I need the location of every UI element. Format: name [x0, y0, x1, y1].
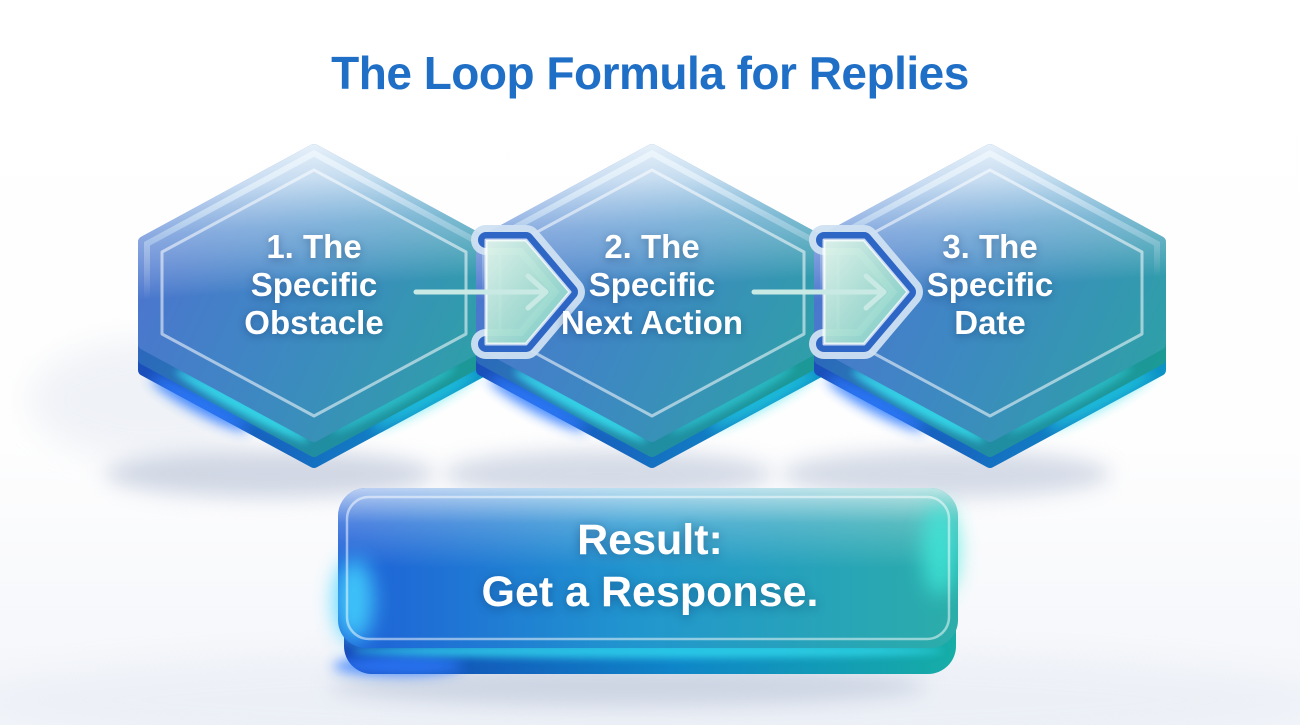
result-label: Result: Get a Response.: [481, 516, 819, 616]
step-label-1: 1. The Specific Obstacle: [244, 228, 384, 341]
page-title: The Loop Formula for Replies: [331, 47, 969, 99]
result-box: [328, 488, 958, 706]
step-label-3: 3. The Specific Date: [926, 228, 1054, 341]
step-label-2: 2. The Specific Next Action: [560, 228, 744, 341]
